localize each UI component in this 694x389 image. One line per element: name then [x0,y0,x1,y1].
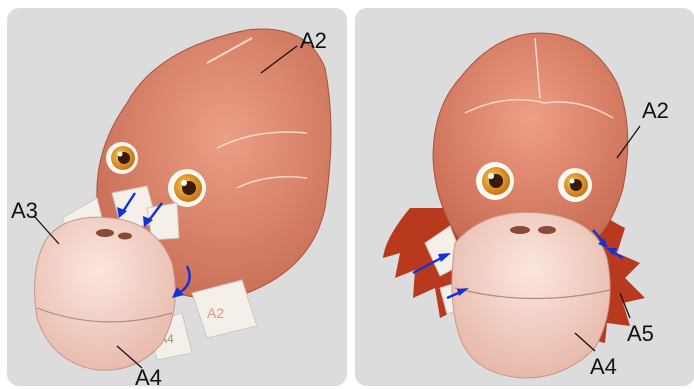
left-panel: A2 A4 A2 A3 A4 [7,8,347,386]
right-eye [558,168,592,202]
left-eye [476,162,514,200]
label-a2: A2 [642,98,669,123]
right-panel: A2 A5 A4 [355,8,694,386]
tab-a2-text: A2 [207,305,224,321]
left-eye [106,142,138,174]
label-a2: A2 [300,28,327,53]
label-a5: A5 [627,321,654,346]
label-a4: A4 [135,365,162,386]
label-a4: A4 [590,354,617,379]
right-eye [168,169,206,207]
right-illustration: A2 A5 A4 [355,8,694,386]
left-illustration: A2 A4 A2 A3 A4 [7,8,347,386]
label-a3: A3 [11,198,38,223]
muzzle-piece-a4 [452,212,610,378]
